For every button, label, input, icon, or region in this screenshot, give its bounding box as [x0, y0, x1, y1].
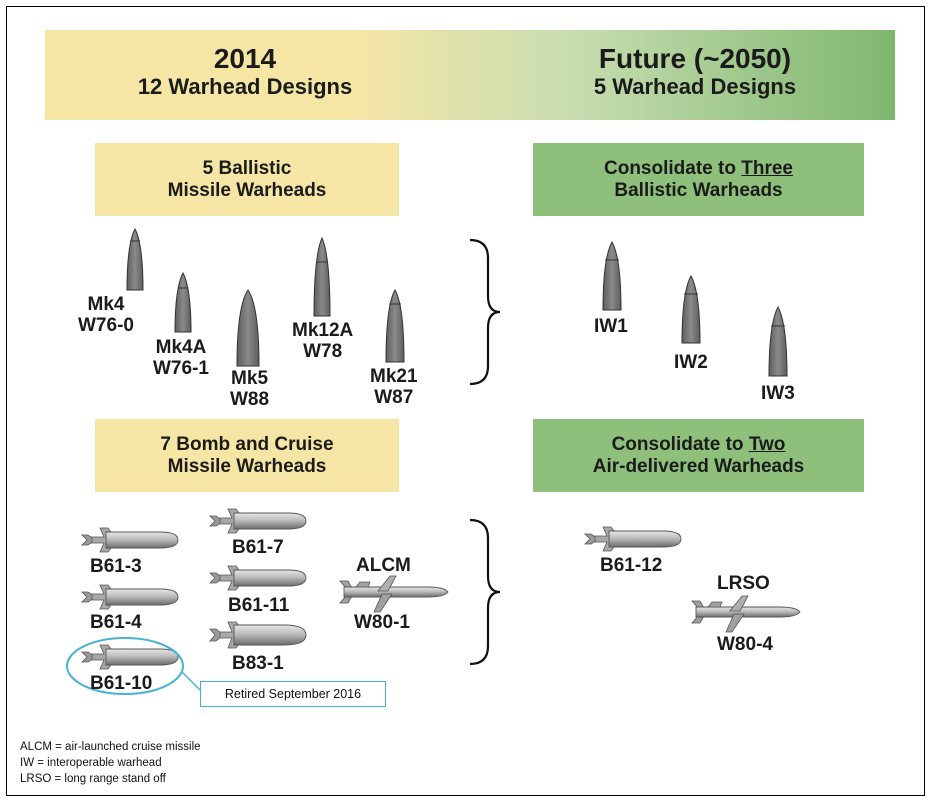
rv-label-iw2: IW2: [674, 352, 708, 373]
slide-frame: [6, 6, 925, 796]
bomb-label-b61-11: B61-11: [228, 595, 290, 616]
rv-line: W88: [230, 389, 270, 410]
header-banner: [45, 30, 895, 120]
footnote-iw: IW = interoperable warhead: [20, 757, 162, 769]
bomb-label-b61-12: B61-12: [600, 555, 663, 576]
footnote-alcm: ALCM = air-launched cruise missile: [20, 741, 201, 753]
ballistic-current-box: 5 Ballistic Missile Warheads: [95, 143, 399, 216]
retired-note: Retired September 2016: [200, 681, 386, 707]
rv-label-mk5: Mk5 W88: [230, 368, 269, 410]
box-emphasis: Two: [748, 433, 786, 455]
rv-label-mk12a: Mk12A W78: [292, 320, 353, 362]
rv-iw1-icon: [602, 240, 622, 311]
box-line: 7 Bomb and Cruise: [160, 433, 334, 455]
rv-mk5-icon: [236, 289, 260, 367]
current-header: 2014 12 Warhead Designs: [95, 44, 395, 100]
rv-line: Mk4: [87, 294, 125, 315]
current-year: 2014: [213, 43, 277, 74]
box-line: Consolidate to Two: [612, 434, 786, 456]
rv-iw3-icon: [768, 305, 788, 377]
rv-line: W87: [374, 387, 414, 408]
box-line: 5 Ballistic: [202, 157, 292, 179]
box-prefix: Consolidate to: [611, 433, 749, 455]
rv-label-mk21: Mk21 W87: [370, 366, 418, 408]
box-prefix: Consolidate to: [604, 157, 742, 179]
current-count: 12 Warhead Designs: [137, 74, 353, 99]
bomb-b83-1-icon: [209, 621, 307, 649]
rv-line: Mk4A: [155, 337, 207, 358]
air-future-box: Consolidate to Two Air-delivered Warhead…: [533, 419, 864, 492]
rv-line: W76-1: [153, 358, 209, 379]
ballistic-future-box: Consolidate to Three Ballistic Warheads: [533, 143, 864, 216]
air-current-box: 7 Bomb and Cruise Missile Warheads: [95, 419, 399, 492]
rv-mk4a-icon: [174, 271, 192, 333]
rv-label-mk4: Mk4 W76-0: [78, 294, 134, 336]
future-count: 5 Warhead Designs: [593, 74, 797, 99]
ballistic-brace-icon: [469, 238, 501, 386]
lrso-name-label: LRSO: [717, 573, 770, 594]
box-line: Air-delivered Warheads: [592, 455, 805, 477]
bomb-b61-7-icon: [209, 508, 307, 534]
rv-mk12a-icon: [313, 236, 331, 317]
box-line: Missile Warheads: [167, 455, 327, 477]
rv-line: Mk12A: [292, 320, 354, 341]
box-emphasis: Three: [741, 157, 793, 179]
rv-line: Mk21: [370, 366, 418, 387]
bomb-b61-12-icon: [584, 526, 682, 552]
bomb-label-b83-1: B83-1: [232, 653, 284, 674]
retired-connector-line: [181, 671, 201, 691]
rv-label-iw1: IW1: [594, 316, 628, 337]
cruise-missile-lrso-icon: [691, 595, 801, 633]
box-line: Ballistic Warheads: [614, 179, 783, 201]
future-year: Future (~2050): [598, 43, 792, 74]
box-line: Consolidate to Three: [604, 158, 793, 180]
bomb-b61-10-icon: [81, 644, 179, 670]
rv-label-mk4a: Mk4A W76-1: [153, 337, 209, 379]
bomb-label-b61-10: B61-10: [90, 673, 153, 694]
bomb-label-b61-7: B61-7: [232, 537, 284, 558]
rv-label-iw3: IW3: [761, 383, 795, 404]
footnote-lrso: LRSO = long range stand off: [20, 773, 166, 785]
alcm-name-label: ALCM: [356, 555, 411, 576]
cruise-missile-alcm-icon: [339, 575, 449, 613]
rv-line: W76-0: [78, 315, 134, 336]
rv-mk21-icon: [385, 288, 405, 363]
rv-iw2-icon: [681, 274, 701, 344]
bomb-b61-3-icon: [81, 527, 179, 553]
future-header: Future (~2050) 5 Warhead Designs: [540, 44, 850, 100]
rv-line: Mk5: [231, 368, 269, 389]
retired-highlight-ellipse: [66, 637, 184, 695]
rv-mk4-icon: [126, 227, 144, 291]
bomb-b61-4-icon: [81, 584, 179, 610]
alcm-warhead-label: W80-1: [354, 612, 410, 633]
bomb-b61-11-icon: [209, 565, 307, 591]
lrso-warhead-label: W80-4: [717, 634, 773, 655]
bomb-label-b61-4: B61-4: [90, 612, 142, 633]
air-brace-icon: [469, 518, 501, 666]
box-line: Missile Warheads: [167, 179, 327, 201]
rv-line: W78: [303, 341, 343, 362]
bomb-label-b61-3: B61-3: [90, 556, 142, 577]
